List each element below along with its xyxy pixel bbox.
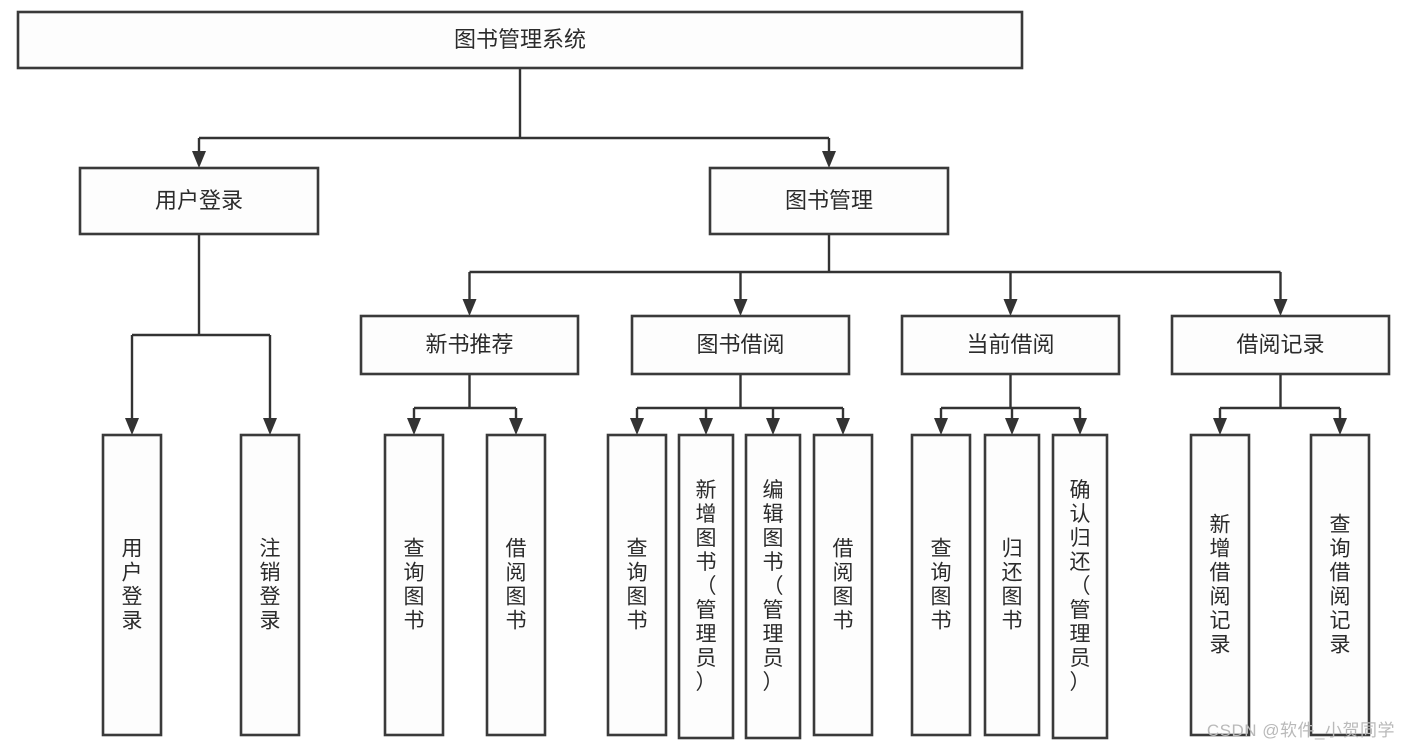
arrow-head-icon xyxy=(822,151,836,168)
arrow-head-icon xyxy=(192,151,206,168)
node-leaf-user-login[interactable]: 用户登录 xyxy=(101,433,163,737)
node-label: 图书借阅 xyxy=(696,332,784,357)
node-label: 注销登录 xyxy=(260,538,281,633)
node-label: 查询图书 xyxy=(931,538,952,633)
arrow-head-icon xyxy=(1003,299,1018,316)
connector-layer xyxy=(125,68,1347,435)
node-box xyxy=(1051,433,1109,740)
watermark-text: CSDN @软件_小贺同学 xyxy=(1206,721,1395,740)
node-box xyxy=(812,433,874,737)
node-box xyxy=(101,433,163,737)
node-leaf-logout-login[interactable]: 注销登录 xyxy=(239,433,301,737)
node-book-borrow[interactable]: 图书借阅 xyxy=(630,314,851,376)
node-label: 查询借阅记录 xyxy=(1330,514,1351,657)
arrow-head-icon xyxy=(407,418,421,435)
node-label: 新书推荐 xyxy=(425,332,513,357)
node-new-book-recommend[interactable]: 新书推荐 xyxy=(359,314,580,376)
node-leaf-query-book-rec[interactable]: 查询图书 xyxy=(383,433,445,737)
arrow-head-icon xyxy=(766,418,780,435)
arrow-head-icon xyxy=(699,418,713,435)
node-box xyxy=(630,314,851,376)
node-current-borrow[interactable]: 当前借阅 xyxy=(900,314,1121,376)
node-label: 借阅图书 xyxy=(833,538,854,633)
node-box xyxy=(910,433,972,737)
node-label: 新增图书（管理员） xyxy=(696,479,717,694)
node-leaf-query-book-borrow[interactable]: 查询图书 xyxy=(606,433,668,737)
arrow-head-icon xyxy=(1073,418,1087,435)
arrow-head-icon xyxy=(630,418,644,435)
node-leaf-return-book[interactable]: 归还图书 xyxy=(983,433,1041,737)
node-user-login[interactable]: 用户登录 xyxy=(78,166,320,236)
node-box xyxy=(708,166,950,236)
node-label: 用户登录 xyxy=(155,188,243,213)
arrow-head-icon xyxy=(462,299,477,316)
node-box xyxy=(1309,433,1371,737)
node-label: 查询图书 xyxy=(404,538,425,633)
arrow-head-icon xyxy=(509,418,523,435)
node-box xyxy=(383,433,445,737)
node-label: 借阅图书 xyxy=(506,538,527,633)
node-leaf-confirm-return-admin[interactable]: 确认归还（管理员） xyxy=(1051,433,1109,740)
node-box xyxy=(1189,433,1251,737)
node-label: 图书管理系统 xyxy=(454,27,586,52)
node-leaf-query-book-current[interactable]: 查询图书 xyxy=(910,433,972,737)
node-label: 编辑图书（管理员） xyxy=(763,479,784,694)
arrow-head-icon xyxy=(1273,299,1288,316)
node-label: 确认归还（管理员） xyxy=(1070,479,1091,694)
node-box xyxy=(359,314,580,376)
node-box xyxy=(677,433,735,740)
node-label: 当前借阅 xyxy=(966,332,1054,357)
node-box xyxy=(78,166,320,236)
node-leaf-add-book-admin[interactable]: 新增图书（管理员） xyxy=(677,433,735,740)
node-borrow-record[interactable]: 借阅记录 xyxy=(1170,314,1391,376)
node-box xyxy=(983,433,1041,737)
node-label: 新增借阅记录 xyxy=(1210,514,1231,657)
node-label: 图书管理 xyxy=(785,188,873,213)
node-box xyxy=(900,314,1121,376)
node-leaf-query-borrow-record[interactable]: 查询借阅记录 xyxy=(1309,433,1371,737)
node-leaf-edit-book-admin[interactable]: 编辑图书（管理员） xyxy=(744,433,802,740)
node-leaf-add-borrow-record[interactable]: 新增借阅记录 xyxy=(1189,433,1251,737)
node-label: 借阅记录 xyxy=(1236,332,1324,357)
node-leaf-borrow-book-rec[interactable]: 借阅图书 xyxy=(485,433,547,737)
arrow-head-icon xyxy=(125,418,139,435)
node-label: 归还图书 xyxy=(1002,538,1023,633)
arrow-head-icon xyxy=(836,418,850,435)
arrow-head-icon xyxy=(1005,418,1019,435)
node-box xyxy=(485,433,547,737)
arrow-head-icon xyxy=(1213,418,1227,435)
arrow-head-icon xyxy=(1333,418,1347,435)
node-leaf-borrow-book[interactable]: 借阅图书 xyxy=(812,433,874,737)
node-layer: 图书管理系统用户登录图书管理新书推荐图书借阅当前借阅借阅记录用户登录注销登录查询… xyxy=(16,10,1391,740)
node-root[interactable]: 图书管理系统 xyxy=(16,10,1024,70)
arrow-head-icon xyxy=(733,299,748,316)
node-box xyxy=(239,433,301,737)
node-box xyxy=(16,10,1024,70)
arrow-head-icon xyxy=(263,418,277,435)
node-box xyxy=(606,433,668,737)
node-box xyxy=(1170,314,1391,376)
node-label: 用户登录 xyxy=(122,538,143,633)
node-book-manage[interactable]: 图书管理 xyxy=(708,166,950,236)
arrow-head-icon xyxy=(934,418,948,435)
node-box xyxy=(744,433,802,740)
node-label: 查询图书 xyxy=(627,538,648,633)
